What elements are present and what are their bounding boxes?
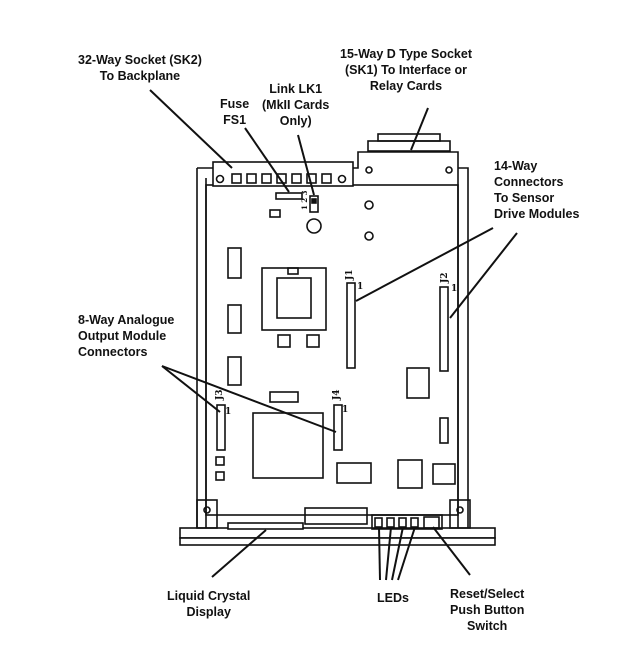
j3-connector (216, 404, 226, 451)
label-leds: LEDs (377, 590, 409, 606)
label-fuse-line2: FS1 (223, 113, 247, 127)
component-mid-3 (432, 463, 456, 485)
small-component (269, 209, 281, 218)
component-left-2 (227, 304, 242, 334)
label-sk2: 32-Way Socket (SK2) To Backplane (78, 52, 202, 84)
led-block (371, 514, 443, 530)
left-bracket (196, 499, 218, 529)
component-mid-1 (336, 462, 372, 484)
label-sk2-line2: To Backplane (99, 69, 181, 83)
j1-mark: J1 (345, 269, 355, 281)
label-leds-line1: LEDs (377, 591, 409, 605)
label-reset: Reset/Select Push Button Switch (450, 586, 524, 634)
link-pins: 1 2 3 (300, 190, 309, 210)
leader-led-1 (378, 526, 381, 581)
leader-led-3 (391, 526, 404, 581)
label-sensor-line1: 14-Way (494, 159, 538, 173)
j4-pin1: 1 (342, 405, 348, 415)
label-sk1-line1: 15-Way D Type Socket (340, 47, 472, 61)
label-sk1: 15-Way D Type Socket (SK1) To Interface … (340, 46, 472, 94)
link-lk1 (309, 195, 319, 213)
label-reset-line2: Push Button (450, 603, 525, 617)
label-analogue-line1: 8-Way Analogue (78, 313, 175, 327)
label-fuse-line1: Fuse (220, 97, 250, 111)
capacitor (306, 218, 322, 234)
leader-sensor-2 (449, 232, 518, 319)
leader-analogue-1 (161, 365, 221, 413)
leader-led-4 (397, 526, 416, 581)
j1-connector (346, 282, 356, 369)
label-sensor-line3: To Sensor (494, 191, 555, 205)
label-lk1-line2: (MkII Cards (262, 98, 330, 112)
j2-mark: J2 (440, 272, 450, 284)
lcd-display (227, 522, 304, 530)
label-sensor-line2: Connectors (494, 175, 564, 189)
j4-connector (333, 404, 343, 451)
component-left-3 (227, 356, 242, 386)
leader-led-2 (385, 526, 392, 581)
front-panel-lower (179, 537, 496, 546)
component-mid-2 (397, 459, 423, 489)
label-reset-line3: Switch (467, 619, 508, 633)
j1-pin1: 1 (357, 282, 363, 292)
label-analogue: 8-Way Analogue Output Module Connectors (78, 312, 174, 360)
label-lcd-line2: Display (186, 605, 231, 619)
reset-switch (423, 516, 440, 529)
component-h (269, 391, 299, 403)
label-reset-line1: Reset/Select (450, 587, 525, 601)
sk1-socket (367, 140, 451, 152)
fuse-fs1 (275, 192, 303, 200)
label-lk1: Link LK1 (MkII Cards Only) (262, 81, 329, 129)
label-sk1-line2: (SK1) To Interface or (344, 63, 467, 77)
label-sensor: 14-Way Connectors To Sensor Drive Module… (494, 158, 579, 222)
j2-connector (439, 286, 449, 372)
label-fuse: Fuse FS1 (220, 96, 249, 128)
label-sk1-line3: Relay Cards (369, 79, 443, 93)
right-bracket-hole (456, 506, 464, 514)
label-lcd-line1: Liquid Crystal (167, 589, 251, 603)
leader-sensor-1 (355, 227, 494, 302)
leader-sk2 (149, 89, 233, 169)
card-frame (196, 151, 469, 528)
component-right-1 (406, 367, 430, 399)
j3-pin1: 1 (225, 407, 231, 417)
label-sensor-line4: Drive Modules (494, 207, 580, 221)
label-lk1-line1: Link LK1 (269, 82, 323, 96)
j4-mark: J4 (332, 389, 342, 401)
label-analogue-line3: Connectors (78, 345, 148, 359)
leader-analogue-2 (161, 365, 337, 433)
leader-sk1 (410, 107, 429, 151)
left-bracket-hole (203, 506, 211, 514)
label-analogue-line2: Output Module (78, 329, 167, 343)
component-left-1 (227, 247, 242, 279)
j2-pin1: 1 (451, 284, 457, 294)
component-right-2 (439, 417, 449, 444)
leader-fuse (244, 127, 290, 193)
label-sk2-line1: 32-Way Socket (SK2) (78, 53, 202, 67)
label-lk1-line3: Only) (279, 114, 312, 128)
right-bracket (449, 499, 471, 529)
leader-lk1 (297, 134, 315, 196)
j3-mark: J3 (215, 389, 225, 401)
processor-chip (276, 277, 312, 319)
label-lcd: Liquid Crystal Display (167, 588, 250, 620)
leader-lcd (211, 529, 267, 578)
board-outline (205, 184, 459, 516)
leader-reset (432, 526, 471, 576)
